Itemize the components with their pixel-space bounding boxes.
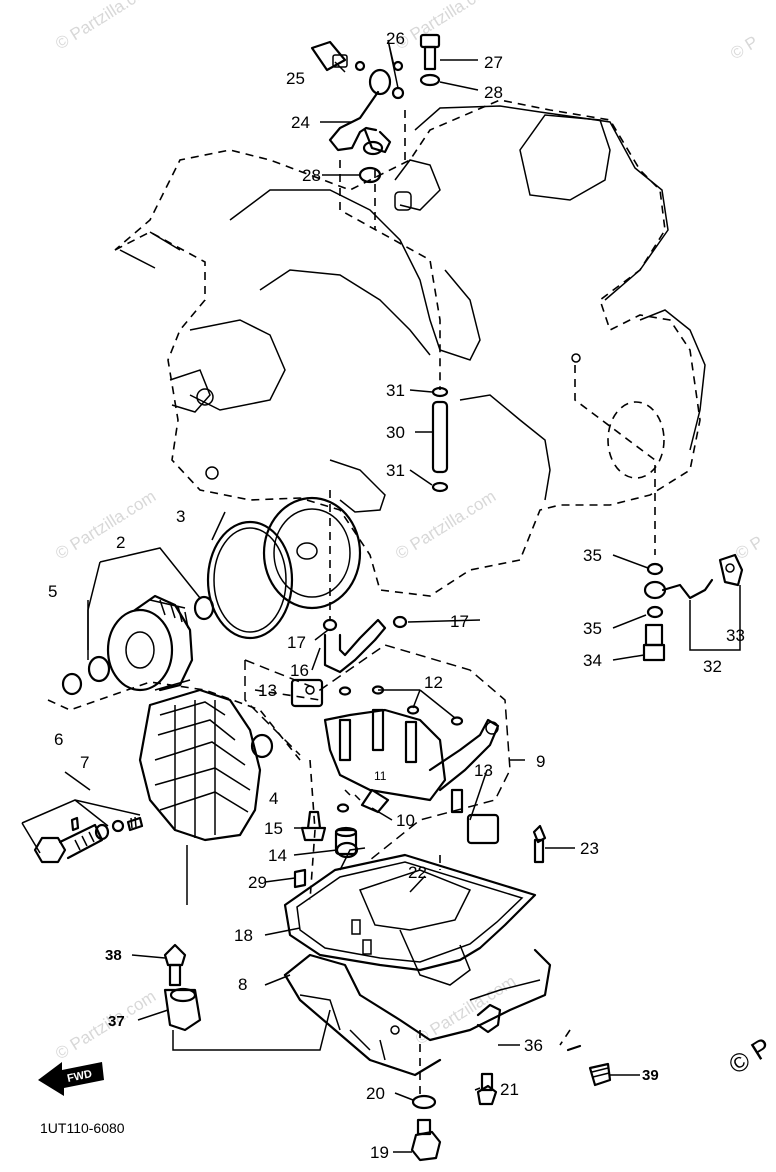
callout-30: 30 <box>386 423 405 442</box>
callout-28-top: 28 <box>484 83 503 102</box>
callout-7: 7 <box>80 753 89 772</box>
callout-9: 9 <box>536 752 545 771</box>
engine-crankcase-outline <box>114 99 706 610</box>
watermark-8: © Partzilla.com <box>412 972 519 1049</box>
part-bottom-hardware <box>163 824 612 1162</box>
callout-6: 6 <box>54 730 63 749</box>
callout-23: 23 <box>580 839 599 858</box>
callout-20: 20 <box>366 1084 385 1103</box>
callout-17-right: 17 <box>450 612 469 631</box>
watermarks: © Partzilla.com © Partzilla.com © P © Pa… <box>52 0 766 1063</box>
callout-leaders <box>131 39 649 1153</box>
part-oil-filter <box>61 520 294 696</box>
callout-4: 4 <box>269 789 278 808</box>
callout-22: 22 <box>408 863 427 882</box>
callout-35-bottom: 35 <box>583 619 602 638</box>
callout-8: 8 <box>238 975 247 994</box>
callout-31-bottom: 31 <box>386 461 405 480</box>
callout-15: 15 <box>264 819 283 838</box>
watermark-1: © Partzilla.com <box>52 0 159 53</box>
callout-25: 25 <box>286 69 305 88</box>
callout-16: 16 <box>290 661 309 680</box>
callout-28-mid: 28 <box>302 166 321 185</box>
callout-26: 26 <box>386 29 405 48</box>
diagram-code: 1UT110-6080 <box>40 1120 125 1136</box>
fwd-direction-arrow: FWD <box>38 1062 104 1096</box>
callout-2: 2 <box>116 533 125 552</box>
watermark-7: © Partzilla.com <box>52 987 159 1064</box>
callout-29: 29 <box>248 873 267 892</box>
callout-21: 21 <box>500 1080 519 1099</box>
callout-19: 19 <box>370 1143 389 1162</box>
part-filter-cover <box>21 688 274 905</box>
watermark-edge-dark: © P <box>723 1031 776 1080</box>
callout-39: 39 <box>642 1067 659 1084</box>
callout-17-left: 17 <box>287 633 306 652</box>
callout-34: 34 <box>583 651 602 670</box>
part-oil-pipe-30 <box>431 386 449 493</box>
part-oil-strainer-assembly <box>244 615 525 889</box>
callout-36: 36 <box>524 1036 543 1055</box>
callout-37: 37 <box>108 1013 125 1030</box>
callout-10: 10 <box>396 811 415 830</box>
callout-12: 12 <box>424 673 443 692</box>
callout-13-right: 13 <box>474 761 493 780</box>
watermark-3: © P <box>727 32 761 63</box>
callout-18: 18 <box>234 926 253 945</box>
callout-5: 5 <box>48 582 57 601</box>
part-oil-pipe-top <box>310 33 441 184</box>
part-oil-pan <box>283 847 552 1077</box>
fwd-label: FWD <box>66 1068 93 1085</box>
callout-38: 38 <box>105 947 122 964</box>
callout-31-top: 31 <box>386 381 405 400</box>
callout-11: 11 <box>374 769 387 783</box>
callout-24: 24 <box>291 113 310 132</box>
callout-32: 32 <box>703 657 722 676</box>
callout-labels: 26 27 25 28 24 28 31 30 31 3 2 35 5 17 1… <box>40 29 745 1162</box>
assembly-guide-lines <box>47 110 656 1100</box>
watermark-5: © Partzilla.com <box>392 487 499 564</box>
callout-3: 3 <box>176 507 185 526</box>
callout-33: 33 <box>726 626 745 645</box>
callout-13-left: 13 <box>258 681 277 700</box>
callout-35-top: 35 <box>583 546 602 565</box>
callout-27: 27 <box>484 53 503 72</box>
watermark-2: © Partzilla.com <box>392 0 499 53</box>
callout-14: 14 <box>268 846 287 865</box>
